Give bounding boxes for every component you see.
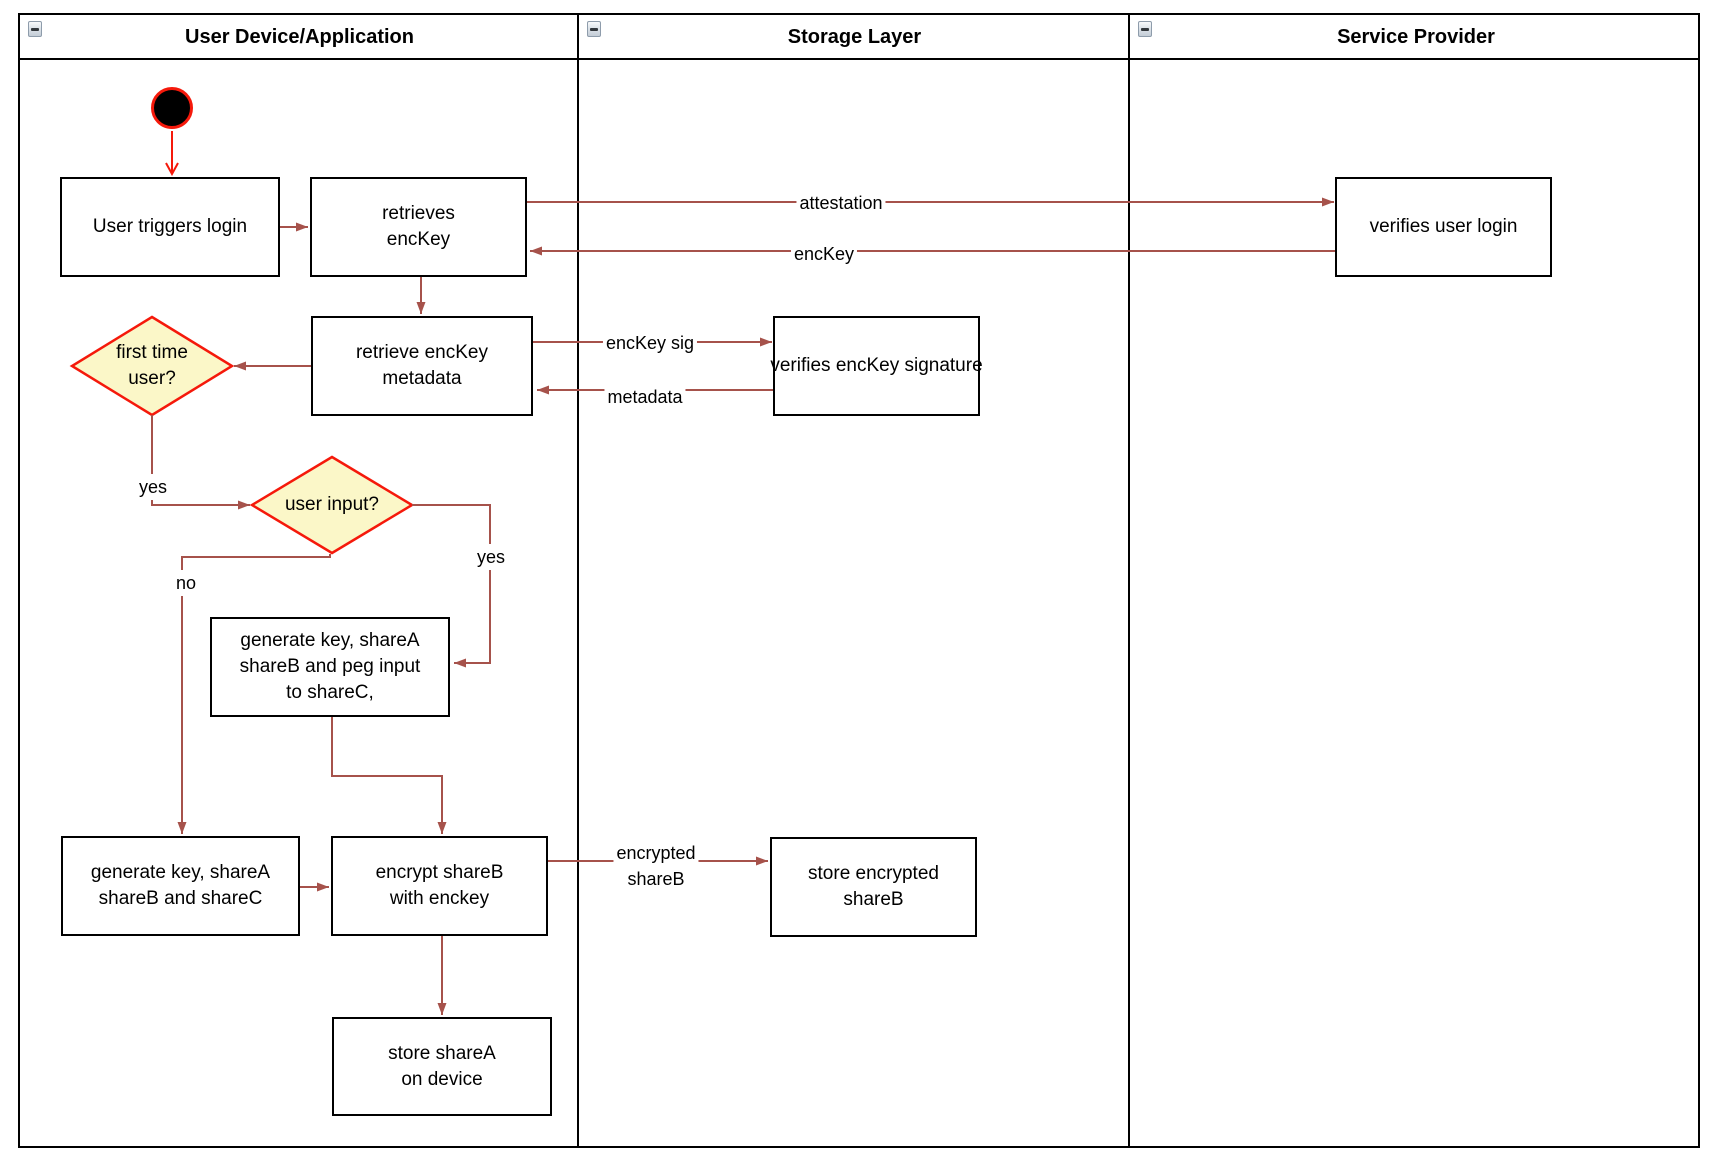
node-verifies-enckey-signature[interactable]: verifies encKey signature bbox=[770, 316, 983, 416]
lane-header-service-provider[interactable]: Service Provider bbox=[1130, 15, 1702, 60]
collapse-icon[interactable] bbox=[1138, 21, 1152, 37]
node-store-encrypted-shareb[interactable]: store encrypted shareB bbox=[770, 837, 977, 937]
lane-divider bbox=[1128, 15, 1130, 1146]
node-label: encrypt shareB with enckey bbox=[375, 862, 504, 909]
node-label: store encrypted shareB bbox=[808, 863, 939, 910]
lane-header-user-device[interactable]: User Device/Application bbox=[20, 15, 579, 60]
node-generate-key-sharec[interactable]: generate key, shareA shareB and shareC bbox=[61, 836, 300, 936]
edge-label-metadata[interactable]: metadata bbox=[604, 384, 686, 410]
lane-divider bbox=[577, 15, 579, 1146]
edge-label-yes-userinput[interactable]: yes bbox=[473, 544, 509, 570]
node-retrieve-enckey-metadata[interactable]: retrieve encKey metadata bbox=[311, 316, 533, 416]
decision-first-time-user[interactable]: first time user? bbox=[69, 315, 235, 417]
node-label: verifies user login bbox=[1369, 216, 1518, 237]
edge-yes-userinput[interactable] bbox=[412, 504, 491, 668]
lane-title: Storage Layer bbox=[787, 26, 922, 48]
node-label: user input? bbox=[284, 494, 379, 515]
minus-icon bbox=[1141, 28, 1149, 31]
start-node[interactable] bbox=[151, 87, 193, 129]
minus-icon bbox=[590, 28, 598, 31]
node-label: generate key, shareA shareB and peg inpu… bbox=[239, 630, 421, 703]
node-label: verifies encKey signature bbox=[770, 355, 983, 376]
minus-icon bbox=[31, 28, 39, 31]
lane-header-storage-layer[interactable]: Storage Layer bbox=[579, 15, 1130, 60]
node-store-sharea-device[interactable]: store shareA on device bbox=[332, 1017, 552, 1116]
lane-title: Service Provider bbox=[1337, 26, 1495, 48]
edge-label-yes-firsttime[interactable]: yes bbox=[135, 474, 171, 500]
node-label: retrieves encKey bbox=[382, 203, 455, 250]
node-label: User triggers login bbox=[92, 216, 248, 237]
node-label: store shareA on device bbox=[388, 1042, 496, 1090]
lane-title: User Device/Application bbox=[185, 26, 414, 48]
node-label: first time user? bbox=[116, 342, 188, 389]
node-user-triggers-login[interactable]: User triggers login bbox=[60, 177, 280, 277]
edge-label-enckey-sig[interactable]: encKey sig bbox=[602, 330, 698, 356]
edge-label-attestation[interactable]: attestation bbox=[796, 190, 886, 216]
edge-peg-to-encrypt[interactable] bbox=[331, 717, 447, 834]
edge-label-encrypted-shareb[interactable]: encrypted shareB bbox=[613, 840, 699, 892]
edge-label-enckey[interactable]: encKey bbox=[790, 241, 858, 267]
lane-header-row bbox=[20, 15, 1698, 60]
node-retrieves-enckey[interactable]: retrieves encKey bbox=[310, 177, 527, 277]
decision-user-input[interactable]: user input? bbox=[249, 455, 415, 555]
collapse-icon[interactable] bbox=[587, 21, 601, 37]
node-verifies-user-login[interactable]: verifies user login bbox=[1335, 177, 1552, 277]
node-encrypt-shareb[interactable]: encrypt shareB with enckey bbox=[331, 836, 548, 936]
node-generate-key-peg-input[interactable]: generate key, shareA shareB and peg inpu… bbox=[210, 617, 450, 717]
node-label: generate key, shareA shareB and shareC bbox=[90, 862, 271, 909]
node-label: retrieve encKey metadata bbox=[355, 342, 488, 389]
collapse-icon[interactable] bbox=[28, 21, 42, 37]
edge-yes-firsttime[interactable] bbox=[151, 415, 250, 510]
edge-no-userinput[interactable] bbox=[177, 554, 331, 834]
edge-label-no-userinput[interactable]: no bbox=[172, 570, 200, 596]
